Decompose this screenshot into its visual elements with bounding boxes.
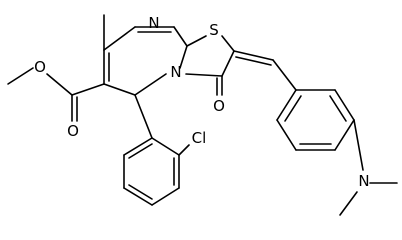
structure-canvas: N S N O O O Cl N [7, 14, 398, 216]
bond-c2-c3 [221, 50, 235, 77]
atom-label-amine-n: N [358, 172, 369, 190]
bond-c6-carbonyl [71, 83, 105, 96]
bond-n4-c8a [179, 45, 188, 69]
benzylidene-link [233, 50, 297, 91]
bond-cp4 [123, 187, 153, 206]
methyl-ester-group [7, 67, 105, 122]
bond-c6-c5 [103, 83, 136, 96]
bond-c8a-junction [173, 26, 188, 47]
bond-ar2 [334, 89, 355, 121]
bond-c2-ch [233, 50, 274, 61]
atom-label-s: S [209, 21, 219, 39]
bond-ar2-double [329, 95, 347, 122]
bond-ar6 [276, 89, 297, 121]
bond-s-c2 [221, 35, 235, 52]
bond-ar-n [353, 119, 364, 171]
bond-cp1 [151, 137, 180, 156]
thiazole-ring [185, 35, 235, 96]
pyrimidine-ring [103, 26, 188, 96]
bond-cp-cl [178, 144, 190, 156]
bond-c5-aryl [134, 94, 153, 139]
molecule-drawing: N S N O O O Cl N [7, 14, 398, 216]
bond-ch-aryl [272, 59, 297, 91]
atom-label-n1: N [148, 14, 159, 32]
atom-label-n4: N [170, 63, 181, 81]
bond-n-me1 [339, 191, 358, 216]
bond-c2-ch-double [235, 56, 272, 66]
bond-carbonyl-ether-o [46, 73, 73, 96]
bond-ar6-double [284, 95, 302, 122]
atom-label-ester-o: O [34, 58, 46, 76]
bond-cp6-double [128, 143, 153, 159]
bond-ether-o-methyl [7, 67, 34, 85]
bond-n1-c7 [103, 26, 136, 51]
atom-label-cl: Cl [192, 129, 207, 147]
bond-cp4-double [128, 184, 153, 200]
bond-cp3 [151, 187, 180, 206]
atom-label-carbonyl-o: O [67, 122, 79, 140]
chlorophenyl-ring [123, 94, 190, 206]
bond-ar3 [334, 119, 355, 151]
bond-c8a-s [186, 35, 207, 47]
bond-ar5 [276, 119, 297, 151]
dimethylaminophenyl-ring [276, 89, 398, 216]
bond-c5-n4 [134, 73, 167, 96]
atom-label-ketone-o: O [213, 97, 225, 115]
bond-cp6 [123, 137, 153, 156]
bond-c3-n4 [185, 73, 223, 77]
